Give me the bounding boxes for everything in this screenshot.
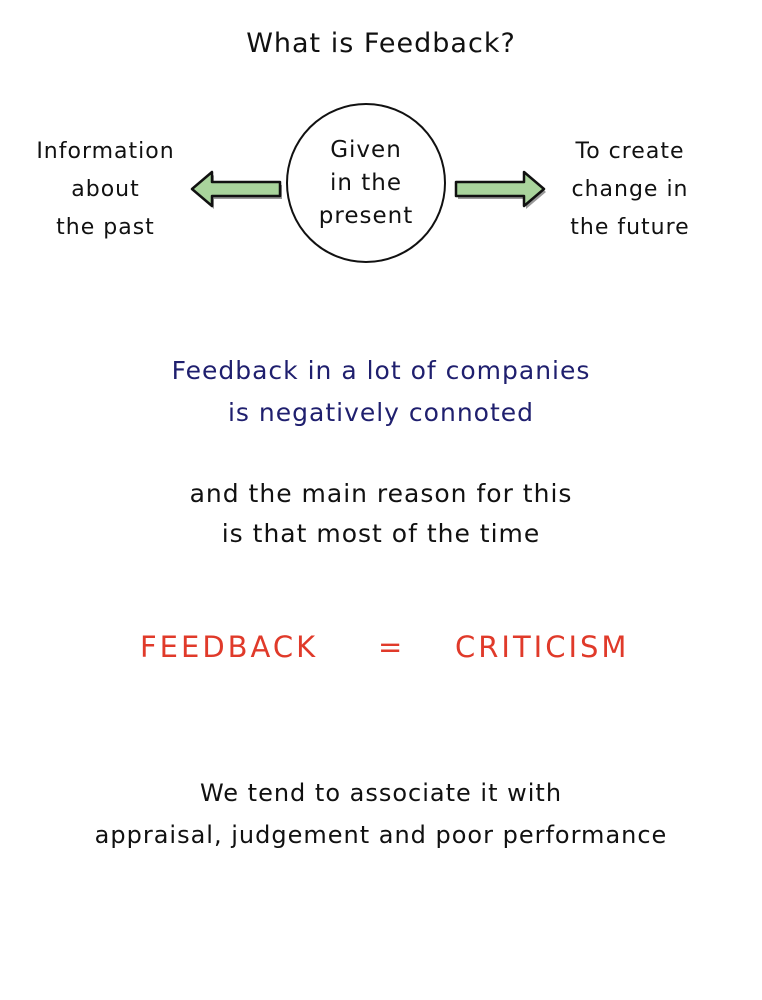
present-line: present [318, 202, 414, 229]
statement-line: Feedback in a lot of companies [171, 356, 591, 385]
reason-text: and the main reason for this is that mos… [0, 474, 762, 554]
equation-right: CRITICISM [455, 630, 630, 664]
conclusion-text: We tend to associate it with appraisal, … [0, 772, 762, 856]
equation-left: FEEDBACK [140, 630, 319, 664]
reason-line: is that most of the time [221, 519, 541, 548]
past-label-line: the past [56, 215, 155, 240]
equation-operator: = [378, 630, 406, 664]
future-label-line: change in [571, 177, 689, 202]
arrow-left-icon [190, 170, 282, 209]
conclusion-line: appraisal, judgement and poor performanc… [94, 821, 668, 849]
present-line: Given [330, 136, 402, 163]
negative-connotation-statement: Feedback in a lot of companies is negati… [0, 350, 762, 434]
conclusion-line: We tend to associate it with [199, 779, 563, 807]
page-title: What is Feedback? [246, 28, 516, 59]
future-label: To create change in the future [545, 133, 715, 247]
present-circle: Given in the present [286, 103, 446, 263]
present-line: in the [329, 169, 403, 196]
reason-line: and the main reason for this [189, 479, 573, 508]
past-label-line: about [71, 177, 140, 202]
past-label-line: Information [36, 139, 175, 164]
statement-line: is negatively connoted [227, 398, 535, 427]
future-label-line: the future [570, 215, 690, 240]
past-label: Information about the past [18, 133, 193, 247]
arrow-right-icon [454, 170, 546, 209]
future-label-line: To create [575, 139, 685, 164]
